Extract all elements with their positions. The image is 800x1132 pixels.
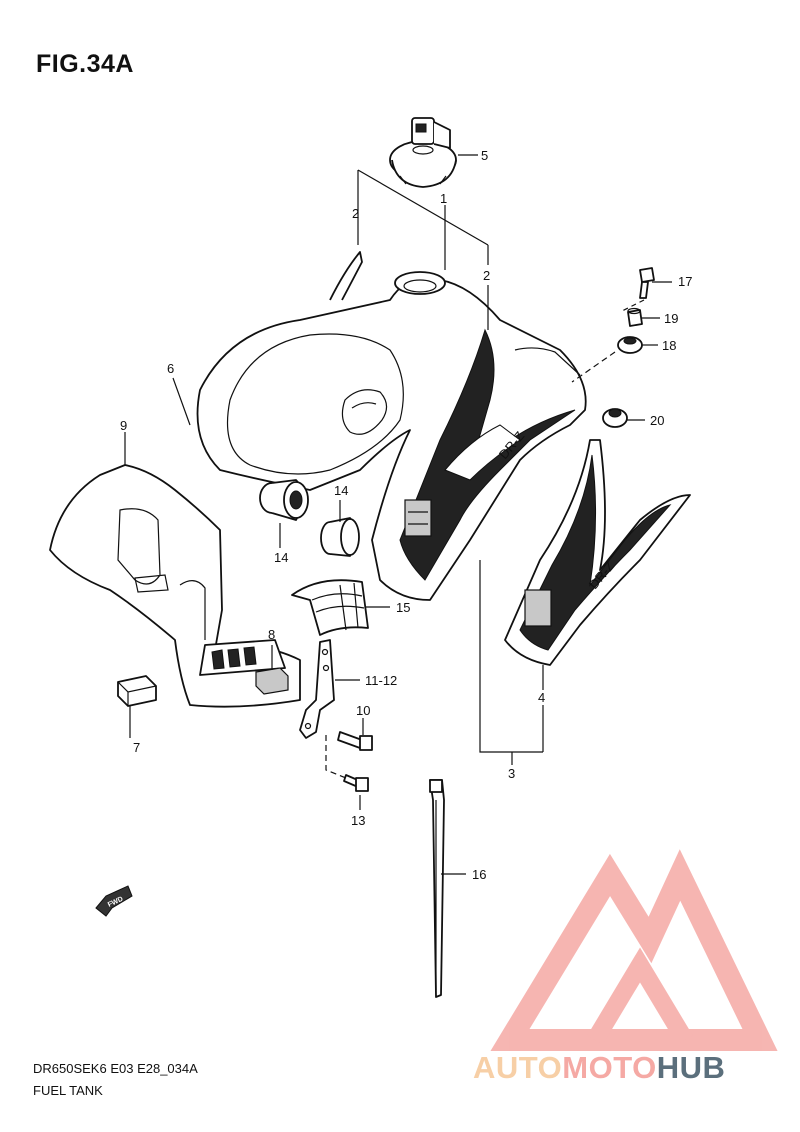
- callout-14-right: 14: [334, 483, 348, 498]
- callout-19: 19: [664, 311, 678, 326]
- callout-10: 10: [356, 703, 370, 718]
- callout-17: 17: [678, 274, 692, 289]
- callout-1: 1: [440, 191, 447, 206]
- callout-9: 9: [120, 418, 127, 433]
- callout-13: 13: [351, 813, 365, 828]
- callout-5: 5: [481, 148, 488, 163]
- bolt-17-part: [639, 267, 655, 299]
- watermark-part-3: HUB: [656, 1050, 726, 1085]
- callout-11-12: 11-12: [365, 673, 397, 688]
- tank-decal-part: DR-Z: [504, 439, 691, 666]
- leader-lines: [124, 154, 672, 875]
- tank-shroud-part: [49, 464, 301, 708]
- watermark-text: AUTOMOTOHUB: [473, 1050, 725, 1086]
- bolt-13-part: [343, 774, 369, 792]
- watermark-part-1: AUTO: [473, 1050, 563, 1085]
- tank-cushion-15-part: [291, 579, 369, 636]
- callout-14-left: 14: [274, 550, 288, 565]
- callout-2-left: 2: [352, 206, 359, 221]
- callout-15: 15: [396, 600, 410, 615]
- tank-cushion-14b-part: [320, 517, 360, 557]
- fuel-cap-part: [389, 117, 457, 188]
- grommet-18-part: [617, 336, 643, 354]
- callout-6: 6: [167, 361, 174, 376]
- callout-3: 3: [508, 766, 515, 781]
- tank-cushion-14a-part: [259, 479, 309, 521]
- callout-18: 18: [662, 338, 676, 353]
- callout-16: 16: [472, 867, 486, 882]
- cushion-pad-7-part: [117, 675, 157, 707]
- grommet-20-part: [602, 408, 628, 428]
- bolt-10-part: [337, 731, 373, 751]
- section-name: FUEL TANK: [33, 1083, 103, 1098]
- watermark-logo: [490, 849, 778, 1051]
- callout-20: 20: [650, 413, 664, 428]
- watermark-part-2: MOTO: [562, 1050, 657, 1085]
- cable-tie-part: [429, 779, 445, 998]
- tank-bracket-part: [299, 639, 335, 739]
- callout-4: 4: [538, 690, 545, 705]
- callout-2-right: 2: [483, 268, 490, 283]
- collar-19-part: [627, 307, 643, 327]
- forward-arrow-icon: FWD: [95, 885, 133, 917]
- figure-title: FIG.34A: [36, 50, 134, 78]
- model-code: DR650SEK6 E03 E28_034A: [33, 1061, 198, 1076]
- fuel-tank-part: DR-Z: [196, 251, 587, 601]
- cushion-pad-8-part: [255, 667, 289, 695]
- callout-8: 8: [268, 627, 275, 642]
- callout-7: 7: [133, 740, 140, 755]
